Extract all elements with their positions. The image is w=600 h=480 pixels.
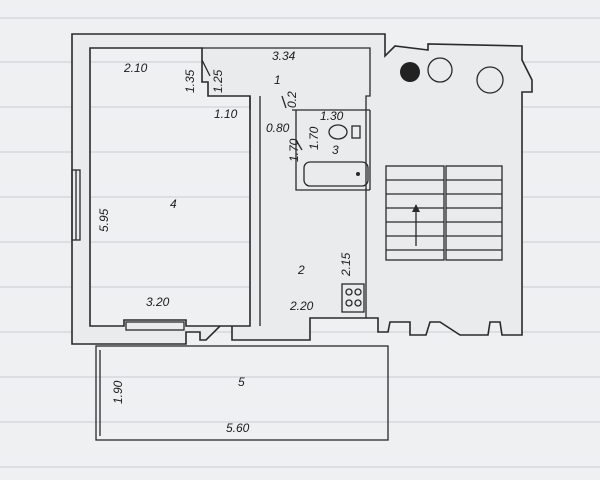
hall-walls: [202, 47, 371, 326]
dim-room4-width: 2.10: [123, 61, 148, 75]
room-1-label: 1: [274, 73, 281, 87]
room-4-label: 4: [170, 197, 177, 211]
room-2-label: 2: [297, 263, 305, 277]
room-3-label: 3: [332, 143, 339, 157]
toilet-icon: [328, 124, 348, 140]
round-shaft-a: [427, 57, 453, 83]
dim-hall-part: 1.10: [214, 107, 238, 121]
dim-small-080: 0.80: [266, 121, 290, 135]
dim-small-02: 0.2: [285, 91, 299, 108]
dim-room4-bottom: 3.20: [146, 295, 170, 309]
round-shaft-b: [476, 66, 504, 94]
bathtub-drain: [356, 172, 360, 176]
dim-room4-length: 5.95: [97, 208, 111, 232]
door-swing-1: [201, 59, 211, 77]
dim-bath-len-b: 1.70: [307, 126, 321, 150]
dim-bath-len-a: 1.70: [287, 138, 301, 162]
room-5-label: 5: [238, 375, 245, 389]
dim-door-135: 1.35: [183, 69, 197, 93]
dim-balcony-width: 5.60: [226, 421, 250, 435]
balcony: [95, 345, 389, 441]
dim-kitchen-width: 2.20: [289, 299, 314, 313]
stairwell: [385, 165, 503, 261]
dim-kitchen-height: 2.15: [339, 252, 353, 277]
window-bottom: [125, 321, 185, 331]
dim-bath-width: 1.30: [320, 109, 344, 123]
bathtub: [303, 161, 369, 187]
dim-balcony-height: 1.90: [111, 380, 125, 404]
door-swing-2: [295, 139, 303, 151]
stove-icon: [341, 283, 365, 313]
dim-door-125: 1.25: [211, 69, 225, 93]
outer-wall: [71, 33, 533, 345]
chute-icon: [400, 62, 420, 82]
toilet-tank: [351, 125, 361, 139]
dim-hall-width: 3.34: [272, 49, 296, 63]
